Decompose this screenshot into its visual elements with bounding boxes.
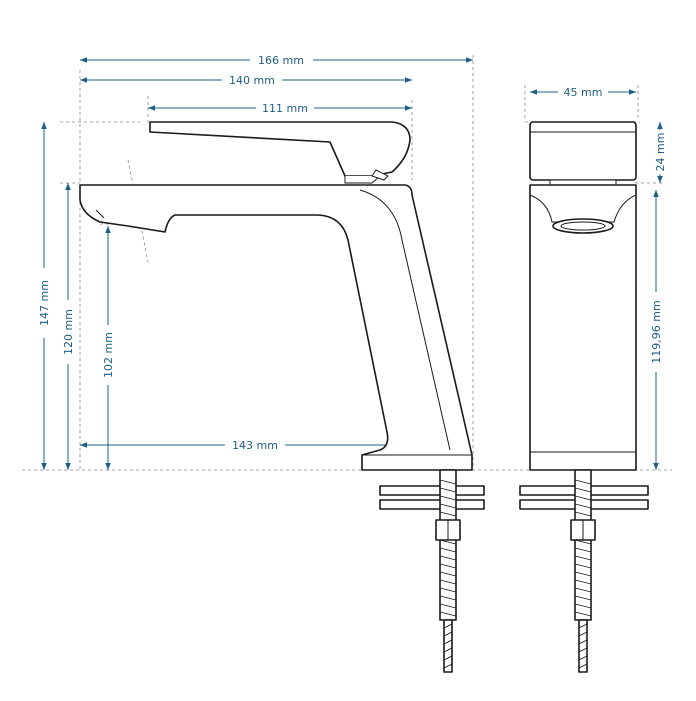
dim-11996-label: 119,96 mm — [650, 300, 663, 363]
dim-143-label: 143 mm — [232, 439, 278, 452]
dim-140-label: 140 mm — [229, 74, 275, 87]
washer-top — [379, 485, 485, 496]
aerator-inner — [560, 221, 606, 231]
side-lever — [529, 121, 637, 181]
dim-102-label: 102 mm — [102, 332, 115, 378]
dim-111-label: 111 mm — [262, 102, 308, 115]
hose-braid — [443, 623, 453, 669]
lever-pivot — [371, 169, 389, 181]
side-threaded-rod — [574, 469, 592, 621]
dim-166-label: 166 mm — [258, 54, 304, 67]
washer-bottom — [379, 499, 485, 510]
lever-cartridge — [344, 175, 381, 184]
body-contour-line — [359, 189, 451, 451]
outlet-axis-guide — [127, 159, 149, 263]
side-body — [529, 184, 637, 471]
dim-45-label: 45 mm — [564, 86, 603, 99]
faucet-body — [79, 184, 473, 471]
faucet-side-view — [519, 121, 649, 673]
lever-handle — [149, 121, 411, 177]
side-rod-threads — [574, 479, 592, 617]
dim-147-label: 147 mm — [38, 280, 51, 326]
dim-120-label: 120 mm — [62, 309, 75, 355]
side-hose-braid — [578, 623, 588, 669]
faucet-front-view — [79, 121, 485, 673]
rod-threads — [439, 479, 457, 617]
horizontal-dimensions: 166 mm 140 mm 111 mm 143 mm 45 mm — [80, 54, 636, 452]
dim-24-label: 24 mm — [654, 133, 667, 172]
threaded-rod — [439, 469, 457, 621]
spout-lip — [95, 209, 105, 219]
vertical-dimensions: 147 mm 120 mm 102 mm 24 mm 119,96 mm — [38, 122, 667, 470]
